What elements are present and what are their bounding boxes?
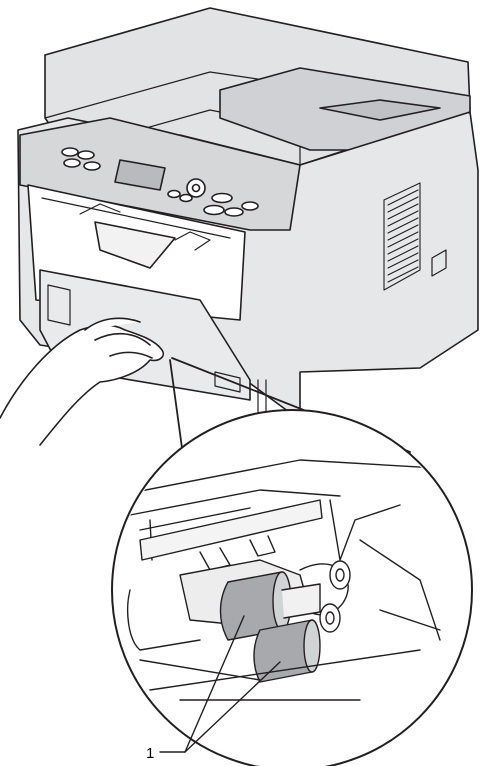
callout-label-1: 1: [146, 745, 154, 762]
zoom-circle: [112, 410, 472, 766]
